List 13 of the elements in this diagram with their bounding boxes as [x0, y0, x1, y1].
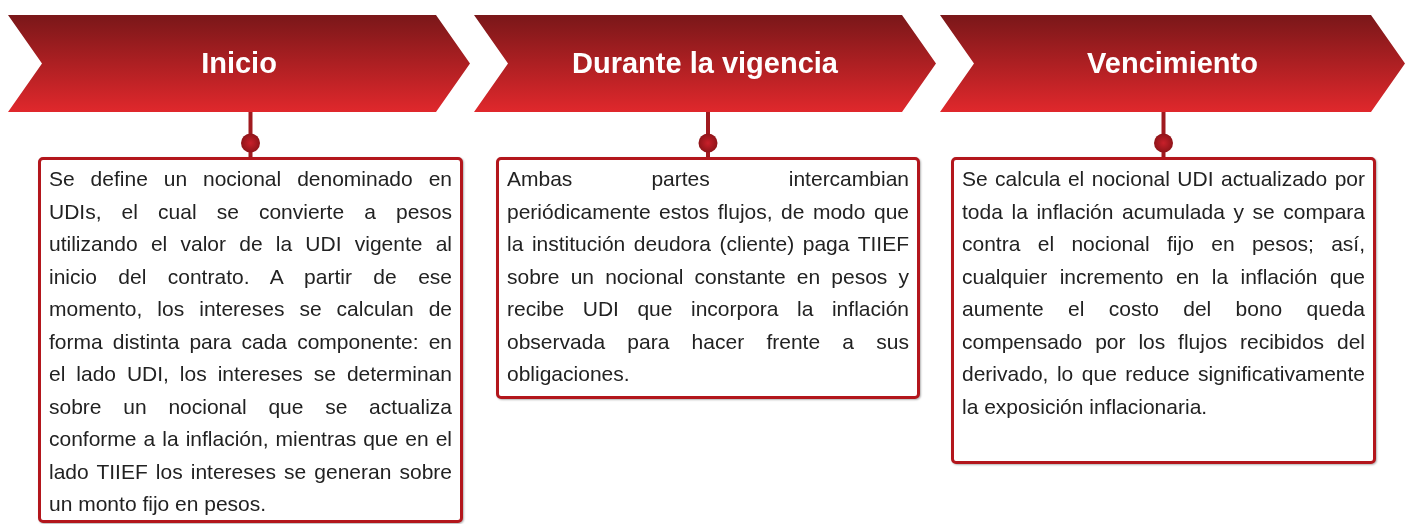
stage-title: Inicio [200, 46, 278, 81]
description-text: Ambas partes intercambian periódicamente estos flujos, de modo que la institución deudora (cliente) paga TIIEF sobre un nocional constante en pesos y recibe UDI que incorpora la inflación observada para hacer frente a sus obligaciones. [507, 166, 909, 387]
text-card [951, 157, 1376, 464]
chevron-banner [940, 15, 1405, 112]
chevron-banner [8, 15, 470, 112]
stage-title: Durante la vigencia [571, 46, 839, 81]
connector-pin [1154, 112, 1173, 157]
connector-pin [698, 112, 718, 157]
stage-title: Vencimiento [1086, 46, 1259, 81]
description-text: Se calcula el nocional UDI actualizado por toda la inflación acumulada y se compara contra el nocional fijo en pesos; así, cualquier incremento en la inflación que aumente el costo del bono queda compensado por los flujos recibidos del derivado, lo que reduce significativamente la exposición inflacionaria. [962, 166, 1365, 420]
chevron-banner [474, 15, 936, 112]
description-text: Se define un nocional denominado en UDIs, el cual se convierte a pesos utilizando el valor de la UDI vigente al inicio del contrato. A partir de ese momento, los intereses se calculan de forma distinta para cada componente: en el lado UDI, los intereses se determinan sobre un nocional que se actualiza conforme a la inflación, mientras que en el lado TIIEF los intereses se generan sobre un monto fijo en pesos. [49, 166, 452, 517]
connector-pin [241, 112, 260, 157]
